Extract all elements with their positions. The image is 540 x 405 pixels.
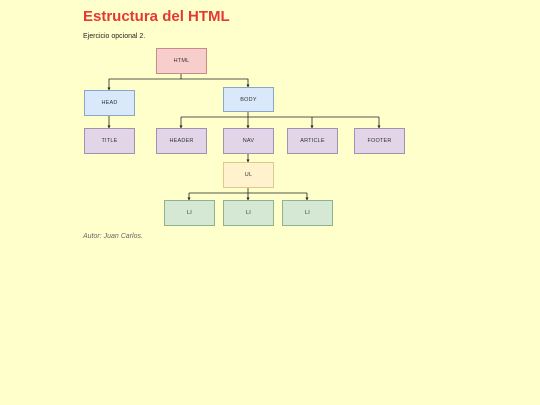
node-header: HEADER — [156, 128, 207, 154]
edge-body-bus — [181, 112, 379, 118]
node-li-1: LI — [164, 200, 215, 226]
node-ul: UL — [223, 162, 274, 188]
node-html: HTML — [156, 48, 207, 74]
node-footer: FOOTER — [354, 128, 405, 154]
edge-html-head — [107, 74, 182, 91]
edge-ul-bus — [189, 188, 307, 194]
node-nav: NAV — [223, 128, 274, 154]
node-head: HEAD — [84, 90, 135, 116]
node-body: BODY — [223, 87, 274, 112]
page-title: Estructura del HTML — [83, 8, 230, 25]
node-article: ARTICLE — [287, 128, 338, 154]
node-li-3: LI — [282, 200, 333, 226]
node-title: TITLE — [84, 128, 135, 154]
edge-html-body — [181, 78, 250, 88]
node-li-2: LI — [223, 200, 274, 226]
page-subtitle: Ejercicio opcional 2. — [83, 33, 146, 40]
author-note: Autor: Juan Carlos. — [83, 233, 143, 240]
